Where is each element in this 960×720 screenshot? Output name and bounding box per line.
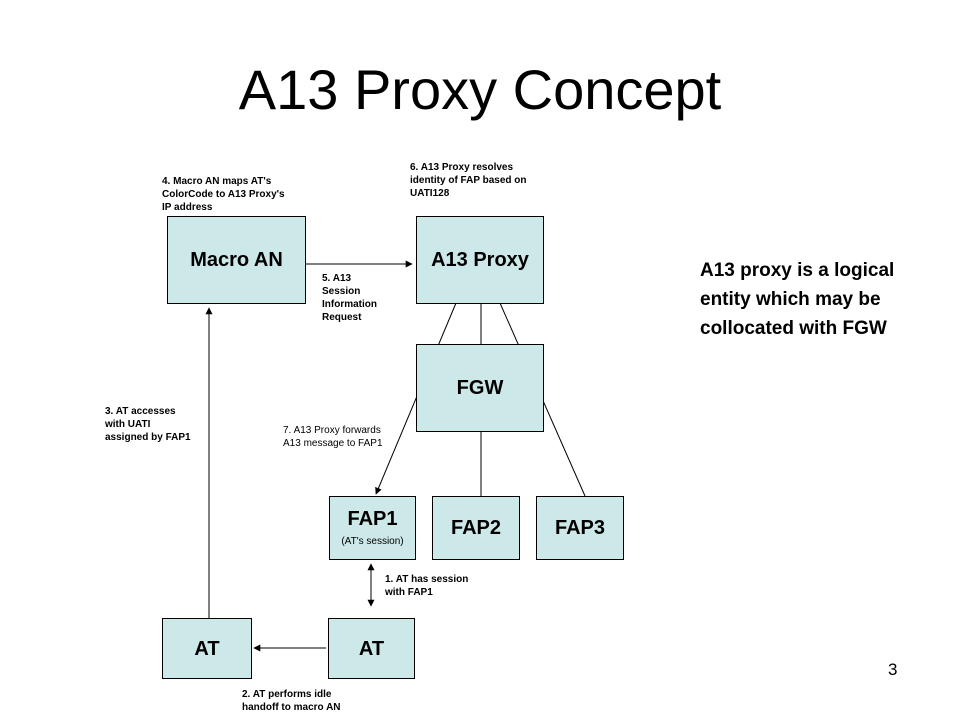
note-step-7: 7. A13 Proxy forwards A13 message to FAP… (283, 425, 383, 449)
at-right-box: AT (328, 618, 415, 679)
note-step-3: 3. AT accesses with UATI assigned by FAP… (105, 406, 191, 443)
fap1-box: FAP1 (AT's session) (329, 496, 416, 560)
fap3-box: FAP3 (536, 496, 624, 560)
fap2-label: FAP2 (450, 517, 502, 539)
slide-number: 3 (888, 660, 898, 679)
fap3-label: FAP3 (554, 517, 606, 539)
fgw-box: FGW (416, 344, 544, 432)
at-left-box: AT (162, 618, 252, 679)
fap1-label: FAP1 (347, 508, 398, 530)
macro-an-box: Macro AN (167, 216, 306, 304)
note-step-1: 1. AT has session with FAP1 (385, 574, 469, 598)
side-note: A13 proxy is a logical entity which may … (700, 260, 895, 339)
note-step-4: 4. Macro AN maps AT's ColorCode to A13 P… (162, 176, 285, 213)
fap1-session-label: (AT's session) (341, 536, 404, 547)
slide-title: A13 Proxy Concept (238, 58, 722, 121)
fgw-label: FGW (456, 377, 504, 399)
note-step-2: 2. AT performs idle handoff to macro AN (242, 689, 341, 713)
note-step-5: 5. A13 Session Information Request (322, 273, 377, 323)
at-right-label: AT (358, 637, 385, 660)
at-left-label: AT (194, 637, 220, 660)
fap2-box: FAP2 (432, 496, 520, 560)
a13-proxy-label: A13 Proxy (431, 249, 529, 271)
note-step-6: 6. A13 Proxy resolves identity of FAP ba… (410, 162, 527, 199)
macro-an-label: Macro AN (190, 249, 283, 271)
a13-proxy-box: A13 Proxy (416, 216, 544, 304)
